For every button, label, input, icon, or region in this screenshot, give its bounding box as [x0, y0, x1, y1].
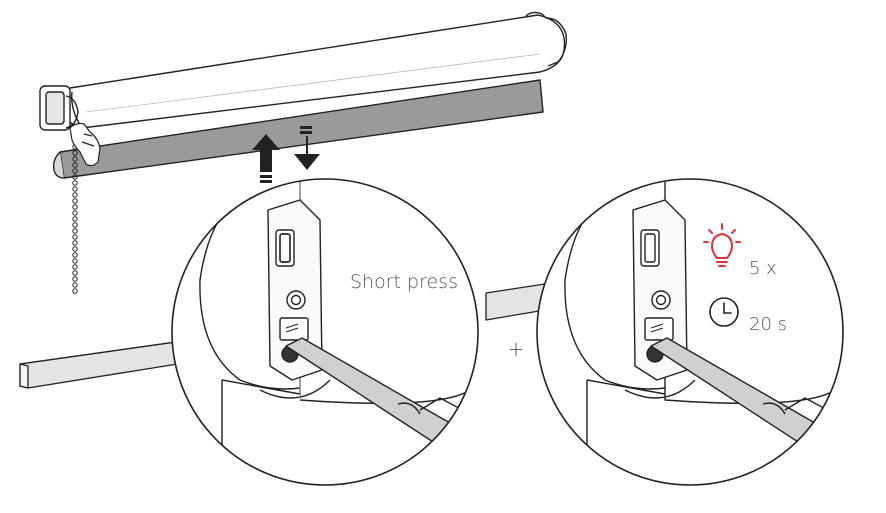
background-plank: [19, 283, 546, 389]
clock-icon: [709, 297, 739, 327]
pull-chain-icon: [72, 132, 78, 294]
zoom-circle-1: Short press: [171, 178, 479, 486]
hold-time-label: 20 s: [749, 314, 787, 335]
plus-sign: +: [508, 337, 525, 361]
zoom-circle-2: 5 x 20 s: [536, 178, 844, 486]
light-bulb-icon: [703, 223, 741, 267]
up-down-arrows-icon: [252, 126, 320, 183]
blink-count-label: 5 x: [749, 258, 777, 279]
short-press-label: Short press: [350, 271, 458, 293]
pointing-hand-icon: [69, 122, 101, 167]
roller-blind: [39, 11, 568, 179]
